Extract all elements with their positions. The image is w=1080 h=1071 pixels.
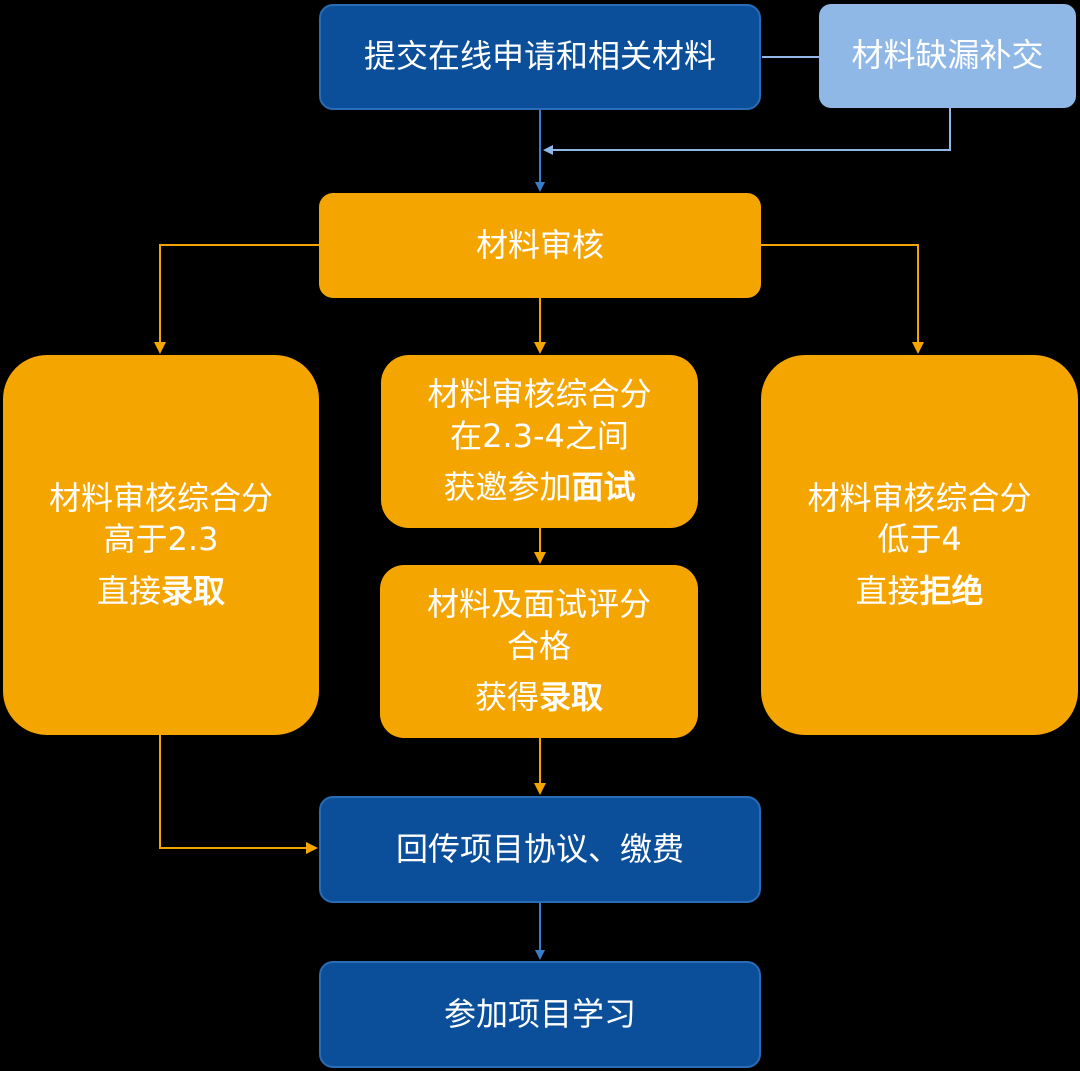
low-score-action: 直接拒绝 xyxy=(855,571,983,613)
agreement-payment-label: 回传项目协议、缴费 xyxy=(395,829,684,868)
arrow-left-agreement xyxy=(159,735,318,854)
high-score-action: 直接录取 xyxy=(97,571,225,613)
mid-score-action: 获邀参加面试 xyxy=(443,467,635,509)
supplement-materials-node: 材料缺漏补交 xyxy=(819,4,1076,108)
low-score-action-bold: 拒绝 xyxy=(919,571,984,610)
low-score-action-prefix: 直接 xyxy=(855,571,920,610)
low-score-node: 材料审核综合分 低于4 直接拒绝 xyxy=(761,355,1078,735)
connector-supplement-return xyxy=(543,108,951,155)
submit-application-node: 提交在线申请和相关材料 xyxy=(319,4,761,110)
interview-pass-action: 获得录取 xyxy=(475,677,603,719)
interview-pass-action-bold: 录取 xyxy=(539,678,604,717)
supplement-materials-label: 材料缺漏补交 xyxy=(851,36,1044,75)
agreement-payment-node: 回传项目协议、缴费 xyxy=(319,796,761,903)
program-study-label: 参加项目学习 xyxy=(443,994,636,1033)
low-score-line2: 低于4 xyxy=(877,520,962,559)
high-score-action-bold: 录取 xyxy=(161,571,226,610)
interview-pass-line2: 合格 xyxy=(506,626,571,665)
mid-score-action-prefix: 获邀参加 xyxy=(443,468,572,507)
mid-score-action-bold: 面试 xyxy=(571,468,636,507)
mid-score-line1: 材料审核综合分 xyxy=(427,375,652,414)
low-score-line1: 材料审核综合分 xyxy=(807,478,1032,517)
high-score-action-prefix: 直接 xyxy=(96,571,161,610)
mid-score-line2: 在2.3-4之间 xyxy=(450,416,629,455)
high-score-node: 材料审核综合分 高于2.3 直接录取 xyxy=(3,355,319,735)
arrow-review-right xyxy=(760,244,924,354)
interview-pass-line1: 材料及面试评分 xyxy=(426,585,651,624)
interview-pass-node: 材料及面试评分 合格 获得录取 xyxy=(380,565,698,738)
submit-application-label: 提交在线申请和相关材料 xyxy=(363,37,716,76)
arrow-review-left xyxy=(154,244,320,354)
program-study-node: 参加项目学习 xyxy=(319,961,761,1068)
interview-pass-action-prefix: 获得 xyxy=(474,678,539,717)
material-review-node: 材料审核 xyxy=(319,193,761,298)
high-score-line2: 高于2.3 xyxy=(103,520,219,559)
mid-score-node: 材料审核综合分 在2.3-4之间 获邀参加面试 xyxy=(381,355,698,528)
high-score-line1: 材料审核综合分 xyxy=(48,478,273,517)
material-review-label: 材料审核 xyxy=(475,225,604,264)
